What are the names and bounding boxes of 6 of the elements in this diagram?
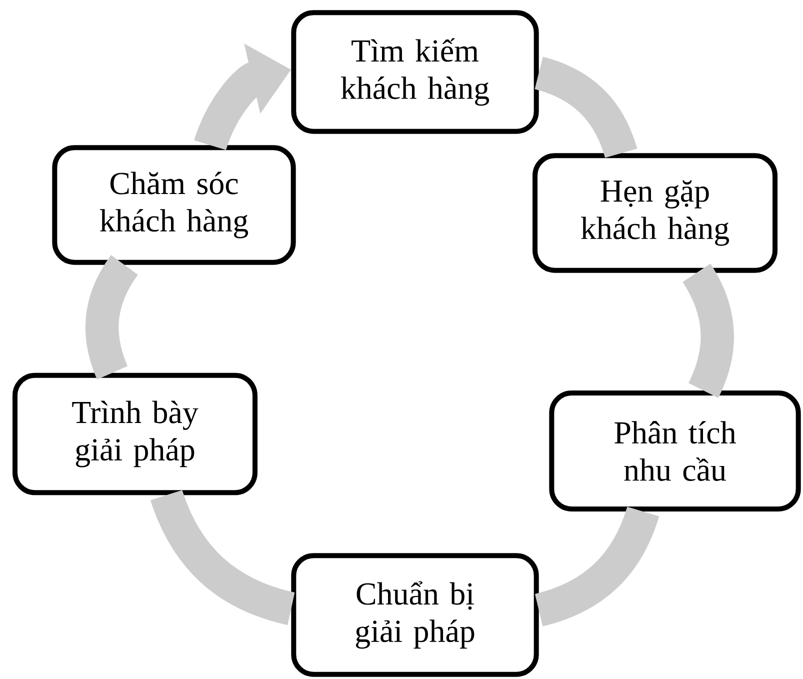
step-box: Chăm sóc khách hàng [52,145,296,265]
step-box: Chuẩn bị giải pháp [291,553,539,677]
step-box: Tìm kiếm khách hàng [291,10,539,134]
step-box: Trình bày giải pháp [12,372,258,496]
step-box: Hẹn gặp khách hàng [532,153,778,273]
step-box: Phân tích nhu cầu [549,390,801,512]
